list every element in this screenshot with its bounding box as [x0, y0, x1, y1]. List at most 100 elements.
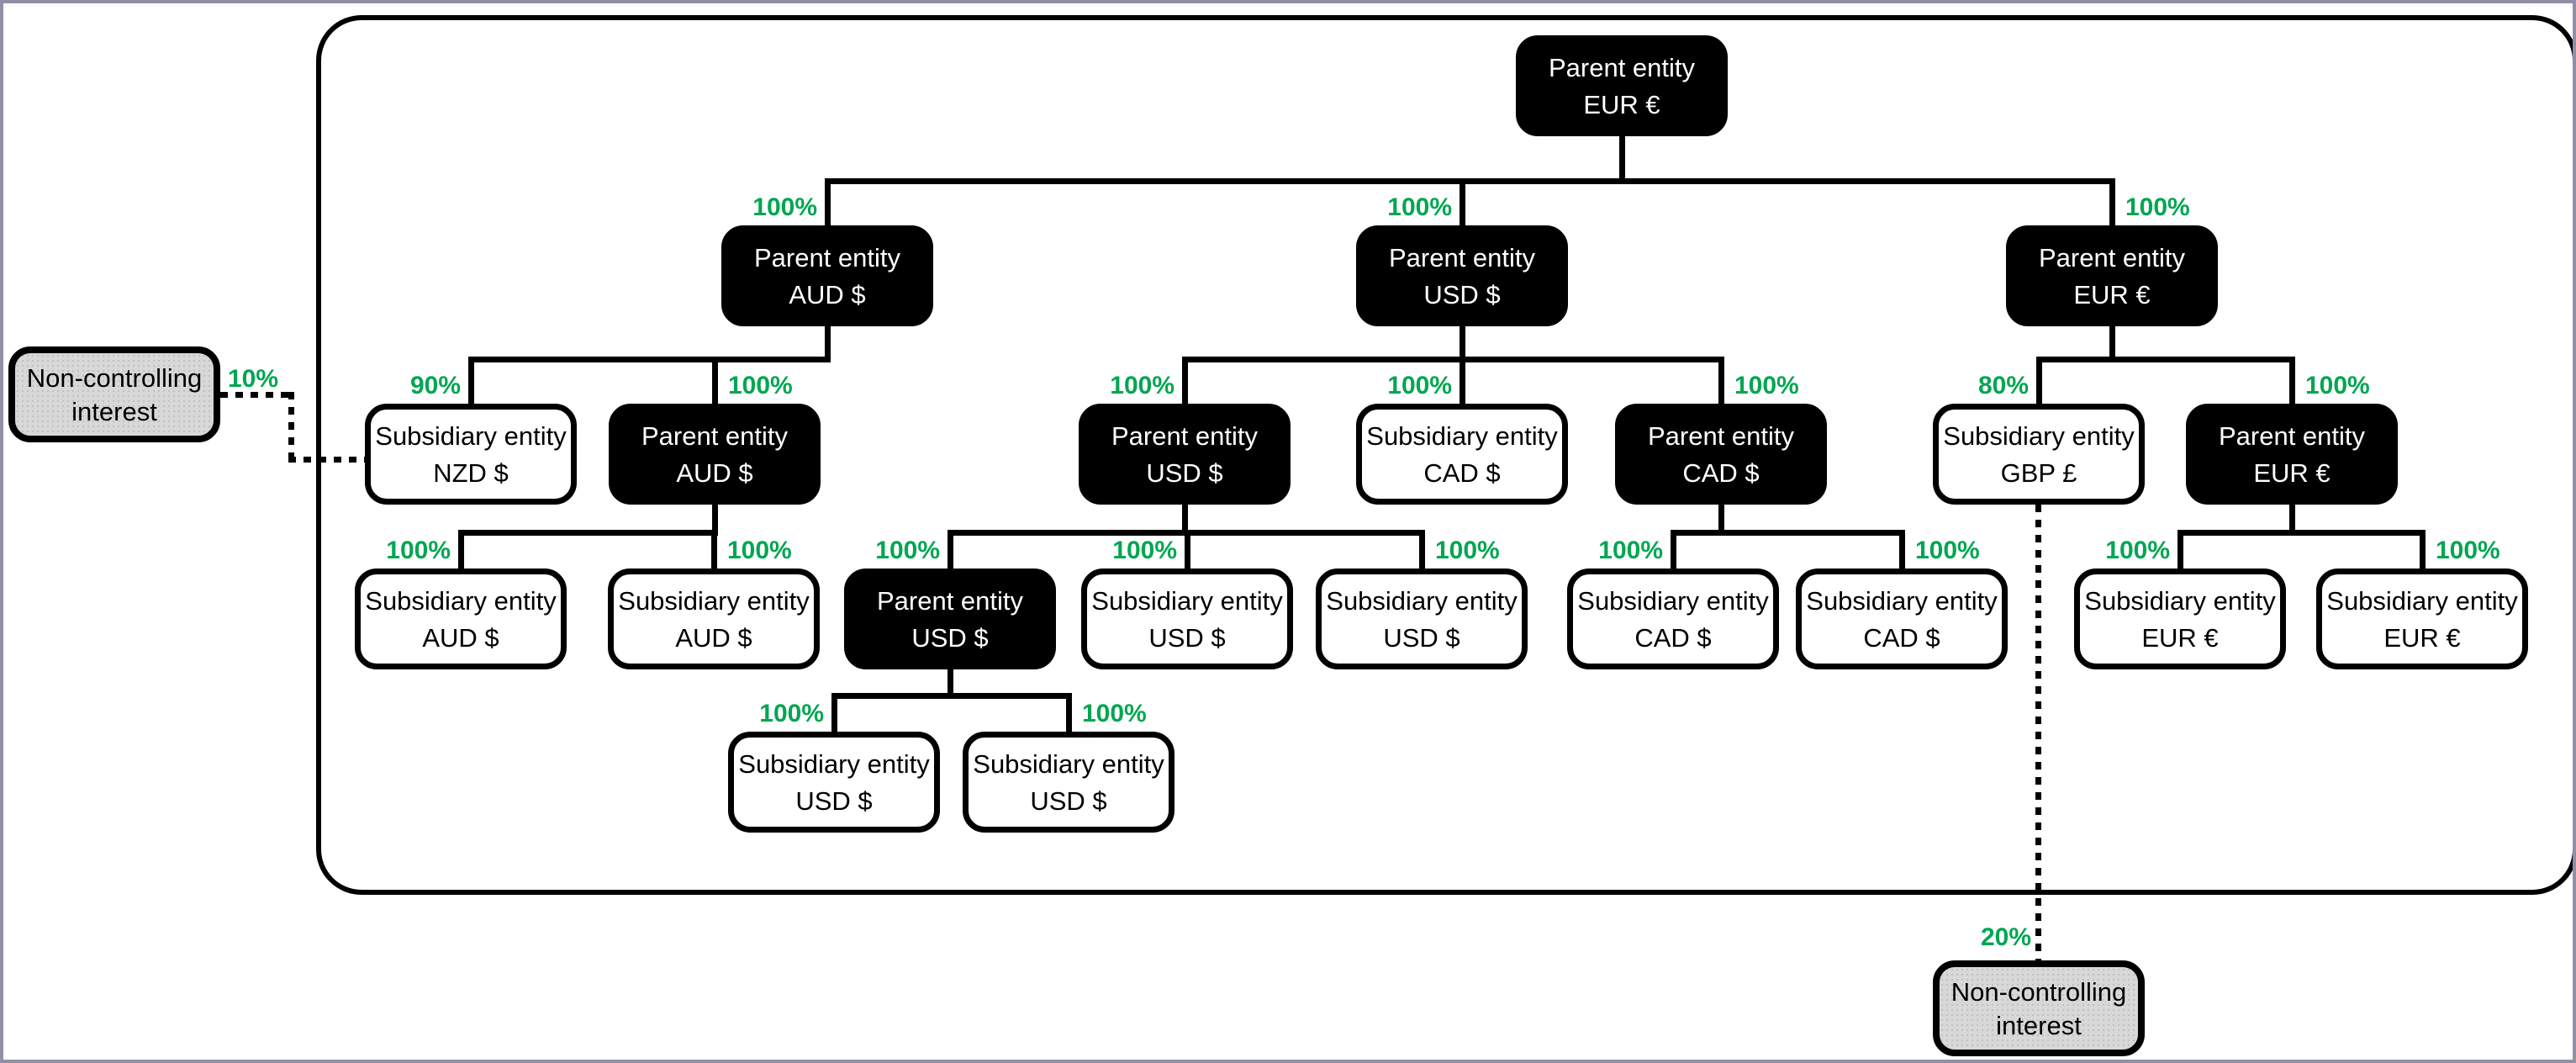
ownership-label-cad-par: 100%	[1734, 372, 1799, 399]
consolidation-group-border	[316, 15, 2573, 895]
connector-line-horizontal	[471, 357, 827, 362]
entity-currency: USD $	[1146, 457, 1223, 488]
entity-name: Subsidiary entity	[375, 420, 567, 451]
entity-currency: EUR €	[2141, 622, 2219, 653]
entity-name: Subsidiary entity	[973, 748, 1164, 779]
connector-line-horizontal	[827, 178, 2112, 184]
ownership-label-usd3: 100%	[1110, 372, 1175, 399]
connector-line-vertical	[1460, 357, 1465, 404]
nci-label-line1: Non-controlling	[1950, 976, 2127, 1007]
connector-line-vertical	[1460, 326, 1465, 362]
connector-line-vertical	[1899, 530, 1905, 569]
ownership-label-aud2: 100%	[728, 372, 793, 399]
ownership-label-usd2: 100%	[1387, 193, 1452, 221]
ownership-label-usd4: 100%	[875, 537, 940, 564]
nci-dotted-connector	[220, 392, 295, 398]
entity-currency: USD $	[1030, 785, 1107, 816]
connector-line-vertical	[2036, 357, 2042, 404]
connector-line-horizontal	[1673, 530, 1902, 536]
entity-name: Subsidiary entity	[2326, 585, 2518, 616]
connector-line-vertical	[1619, 136, 1625, 184]
entity-name: Subsidiary entity	[1577, 585, 1769, 616]
connector-line-vertical	[831, 693, 837, 732]
entity-name: Parent entity	[1388, 242, 1536, 272]
connector-line-vertical	[712, 505, 718, 536]
connector-line-horizontal	[2180, 530, 2422, 536]
entity-currency: CAD $	[1634, 622, 1712, 653]
connector-line-vertical	[825, 178, 831, 225]
connector-line-vertical	[2420, 530, 2426, 569]
entity-currency: AUD $	[422, 622, 499, 653]
entity-currency: EUR €	[2073, 279, 2151, 309]
entity-currency: EUR €	[1583, 89, 1660, 119]
connector-line-horizontal	[1185, 357, 1721, 362]
ownership-label-eur3: 100%	[2305, 372, 2370, 399]
entity-currency: CAD $	[1682, 457, 1760, 488]
entity-name: Parent entity	[641, 420, 789, 451]
entity-name: Subsidiary entity	[1091, 585, 1283, 616]
connector-line-vertical	[2109, 326, 2115, 362]
entity-currency: AUD $	[675, 622, 752, 653]
connector-line-vertical	[1185, 530, 1190, 569]
ownership-label-eur-s2: 100%	[2436, 537, 2500, 564]
ownership-label-usd-s1: 100%	[1112, 537, 1177, 564]
connector-line-vertical	[1718, 357, 1724, 404]
entity-currency: CAD $	[1423, 457, 1501, 488]
entity-name: Subsidiary entity	[1806, 585, 1998, 616]
connector-line-vertical	[1066, 693, 1072, 732]
connector-line-vertical	[458, 530, 464, 569]
connector-line-vertical	[711, 530, 717, 569]
ownership-label-aud-s1: 100%	[386, 537, 451, 564]
connector-line-vertical	[1671, 530, 1676, 569]
ownership-label-aud1: 100%	[752, 193, 817, 221]
connector-line-vertical	[948, 530, 953, 569]
entity-currency: EUR €	[2383, 622, 2461, 653]
entity-name: Subsidiary entity	[1943, 420, 2135, 451]
connector-line-vertical	[1182, 505, 1188, 536]
entity-currency: USD $	[1148, 622, 1226, 653]
entity-name: Subsidiary entity	[365, 585, 557, 616]
ownership-label-usd-s2: 100%	[1435, 537, 1500, 564]
entity-name: Subsidiary entity	[1326, 585, 1518, 616]
connector-line-vertical	[2289, 357, 2295, 404]
ownership-label-eur-s1: 100%	[2105, 537, 2170, 564]
ownership-label-gbp: 80%	[1977, 372, 2029, 399]
ownership-label-cad-sub: 100%	[1387, 372, 1452, 399]
connector-line-vertical	[1718, 505, 1724, 536]
nci-label-line1: Non-controlling	[26, 362, 203, 393]
entity-currency: AUD $	[676, 457, 753, 488]
connector-line-vertical	[1182, 357, 1188, 404]
entity-currency: NZD $	[433, 457, 509, 488]
ownership-label-eur2: 100%	[2125, 193, 2190, 221]
entity-name: Subsidiary entity	[1366, 420, 1558, 451]
entity-currency: EUR €	[2253, 457, 2331, 488]
connector-line-horizontal	[834, 693, 1069, 699]
entity-name: Subsidiary entity	[618, 585, 810, 616]
entity-currency: USD $	[795, 785, 873, 816]
entity-name: Parent entity	[876, 585, 1024, 616]
entity-name: Parent entity	[1111, 420, 1259, 451]
connector-line-vertical	[2109, 178, 2115, 225]
connector-line-horizontal	[2039, 357, 2292, 362]
connector-line-horizontal	[461, 530, 715, 536]
connector-line-vertical	[468, 357, 474, 404]
ownership-label-nci-bottom: 20%	[1980, 923, 2031, 951]
entity-name: Parent entity	[1548, 52, 1696, 82]
nci-label-line2: interest	[71, 396, 157, 426]
entity-name: Parent entity	[753, 242, 901, 272]
